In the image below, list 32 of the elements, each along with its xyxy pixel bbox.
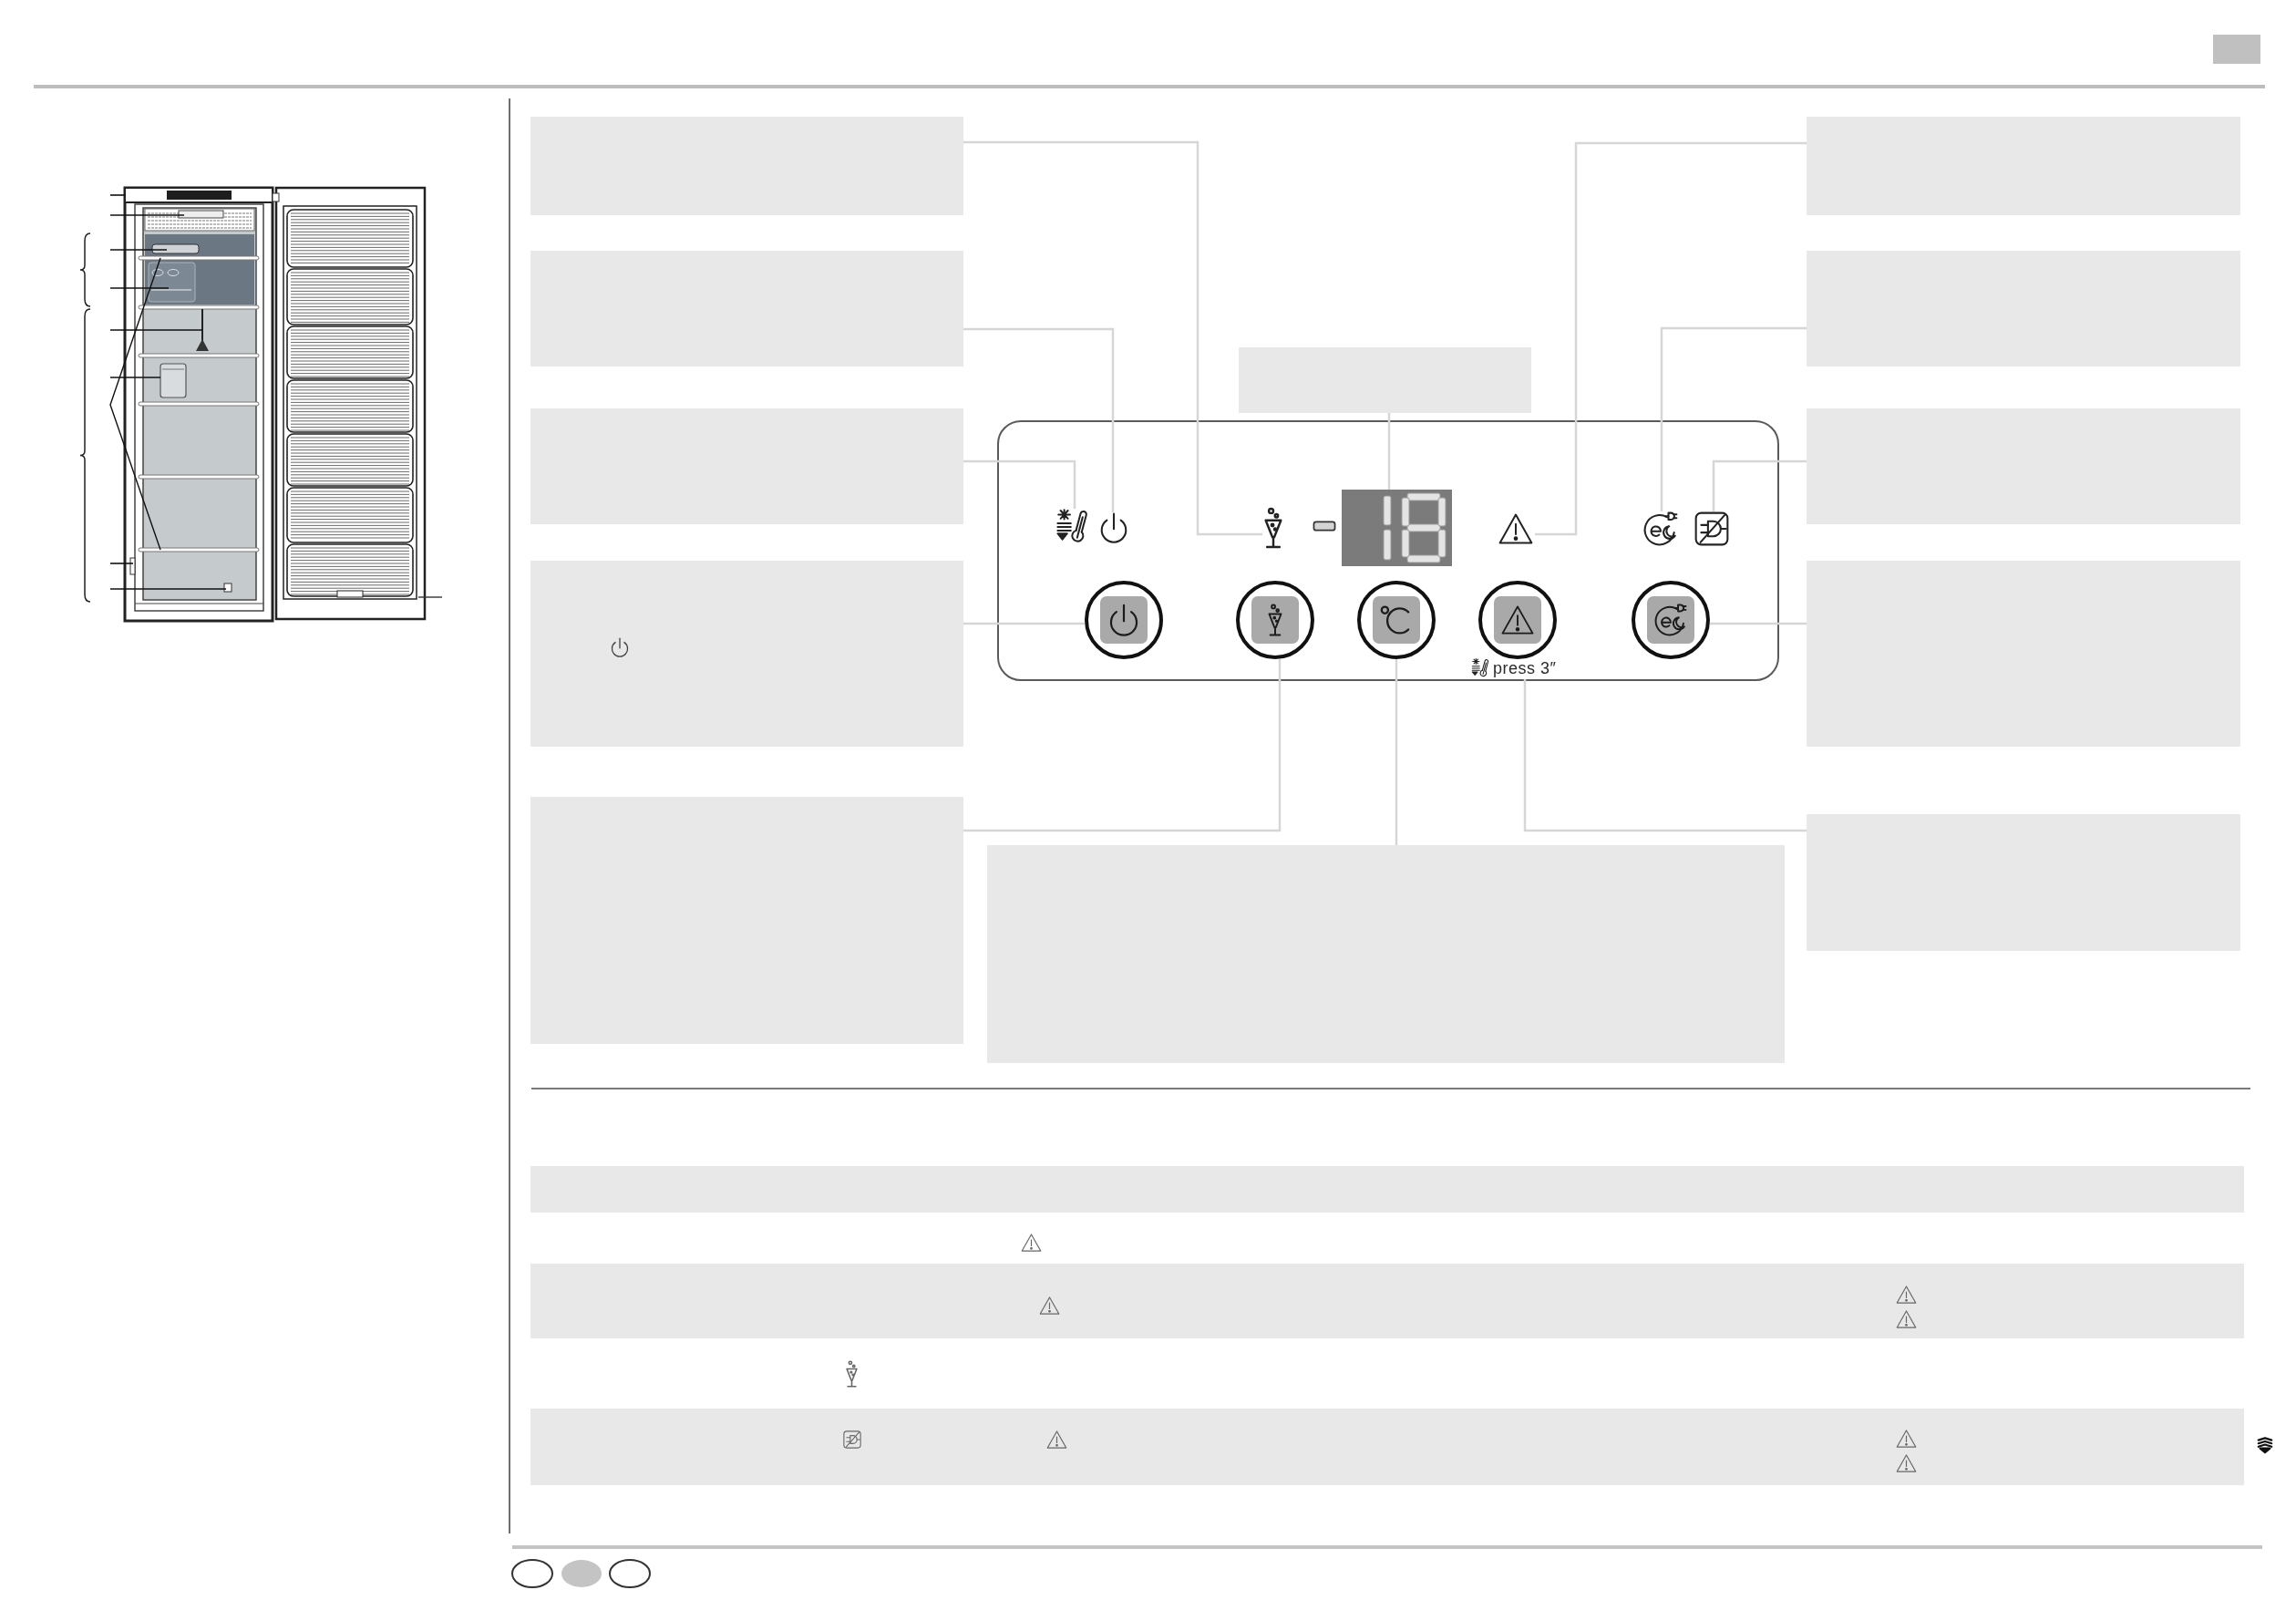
press-hint: press 3″ (1493, 658, 1557, 679)
seven-segment-display (1342, 490, 1452, 566)
shaded-panel (530, 797, 963, 1044)
leader-line (963, 459, 1076, 509)
shaded-panel (987, 845, 1785, 1063)
shaded-panel (1807, 251, 2240, 367)
shaded-panel (1239, 347, 1531, 413)
shaded-panel (1807, 117, 2240, 215)
leader-line (1523, 679, 1807, 832)
shaded-panel (530, 408, 963, 524)
shaded-panel (1807, 814, 2240, 951)
power-icon (1100, 512, 1127, 543)
shaded-panel (1807, 561, 2240, 747)
leader-line (1660, 326, 1807, 511)
shaded-panel (1807, 408, 2240, 524)
glass-icon (1262, 507, 1284, 549)
leader-line (1712, 459, 1807, 511)
eco-night-icon (1643, 511, 1678, 546)
leader-line (963, 659, 1282, 832)
shaded-panel (530, 561, 963, 747)
shaded-panel (530, 117, 963, 215)
control-panel (997, 420, 1779, 681)
leader-line (1387, 413, 1391, 490)
leader-line (1535, 141, 1807, 536)
leader-line (963, 140, 1262, 536)
leader-line (1395, 659, 1398, 845)
leader-line (1710, 622, 1807, 625)
leader-line (963, 622, 1085, 625)
crossed-plug-icon (1694, 511, 1730, 546)
shaded-panel (530, 251, 963, 367)
leader-line (963, 327, 1115, 512)
warning-icon (1497, 513, 1535, 544)
